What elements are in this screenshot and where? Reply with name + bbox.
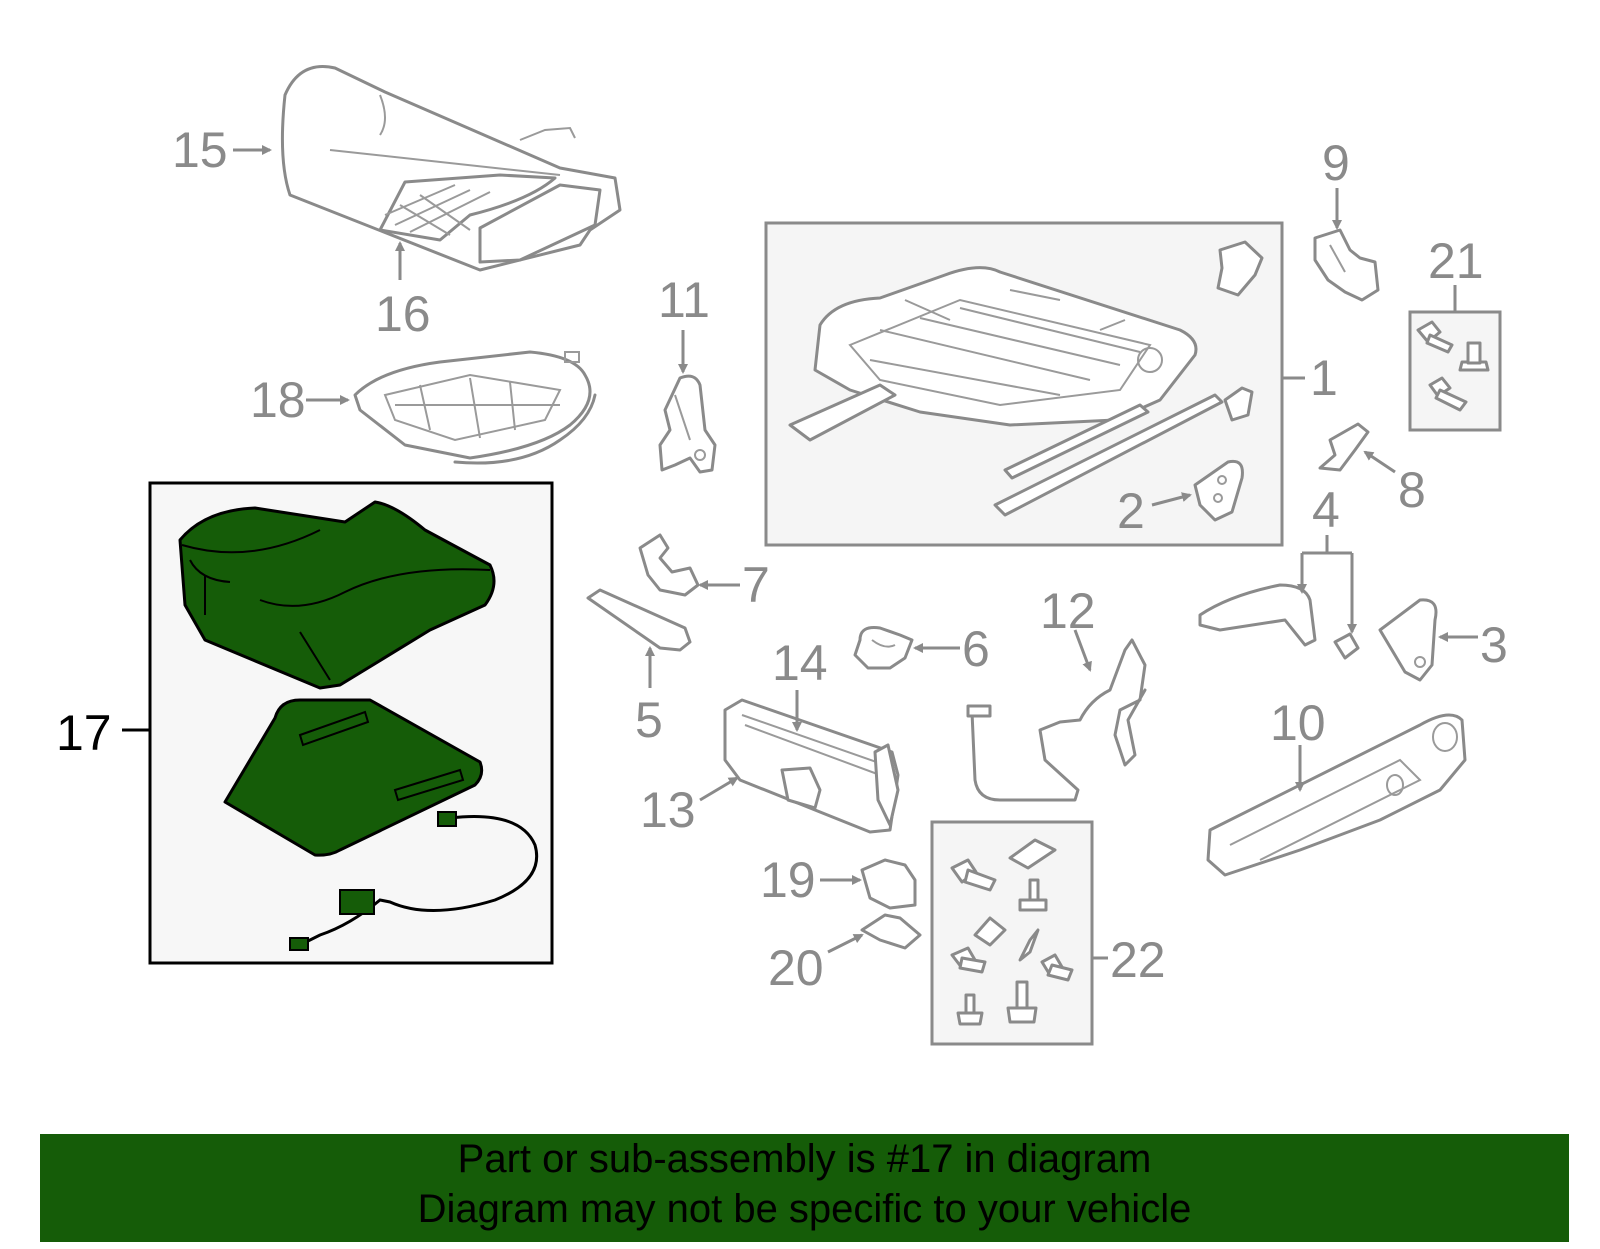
banner-line-1: Part or sub-assembly is #17 in diagram xyxy=(457,1137,1152,1181)
bracket-19[interactable] xyxy=(860,858,917,910)
callout-22[interactable]: 22 xyxy=(1110,932,1166,988)
callout-11[interactable]: 11 xyxy=(658,272,710,328)
leader-13 xyxy=(699,776,739,802)
seat-cushion-pad[interactable] xyxy=(178,500,496,690)
callout-12[interactable]: 12 xyxy=(1040,583,1096,639)
cable-12[interactable] xyxy=(966,638,1147,802)
frame-cover-plate[interactable] xyxy=(1193,459,1244,522)
callout-5[interactable]: 5 xyxy=(635,692,663,748)
callout-14[interactable]: 14 xyxy=(772,635,828,691)
bracket-7[interactable] xyxy=(638,533,700,597)
callout-2[interactable]: 2 xyxy=(1117,483,1145,539)
hardware-set-22[interactable] xyxy=(950,838,1074,1026)
bracket-3[interactable] xyxy=(1378,598,1438,682)
callout-8[interactable]: 8 xyxy=(1398,462,1426,518)
storage-drawer[interactable] xyxy=(723,698,900,834)
leader-8 xyxy=(1363,450,1396,474)
heater-wire-harness[interactable] xyxy=(289,811,539,951)
seat-side-bracket[interactable] xyxy=(658,374,717,474)
callout-4[interactable]: 4 xyxy=(1312,482,1340,538)
side-cover-upper[interactable] xyxy=(1313,228,1380,302)
callout-10[interactable]: 10 xyxy=(1270,695,1326,751)
callout-16[interactable]: 16 xyxy=(375,286,431,342)
leader-20 xyxy=(827,933,864,954)
callout-9[interactable]: 9 xyxy=(1322,135,1350,191)
side-cover-10[interactable] xyxy=(1206,713,1467,877)
callout-17[interactable]: 17 xyxy=(56,705,112,761)
callout-21[interactable]: 21 xyxy=(1428,233,1484,289)
bolt-set-21[interactable] xyxy=(1416,320,1490,412)
info-banner: Part or sub-assembly is #17 in diagram D… xyxy=(40,1134,1569,1242)
clip-6[interactable] xyxy=(853,626,914,670)
callout-7[interactable]: 7 xyxy=(742,557,770,613)
callout-19[interactable]: 19 xyxy=(760,852,816,908)
seat-frame-assembly[interactable] xyxy=(788,240,1264,517)
banner-line-2: Diagram may not be specific to your vehi… xyxy=(417,1187,1192,1231)
trim-strip-5[interactable] xyxy=(586,588,692,652)
bracket-20[interactable] xyxy=(860,913,922,950)
callout-13[interactable]: 13 xyxy=(640,782,696,838)
clip-8[interactable] xyxy=(1318,422,1370,472)
callout-3[interactable]: 3 xyxy=(1480,617,1508,673)
leader-2 xyxy=(1151,492,1192,507)
trim-cover-4[interactable] xyxy=(1198,583,1360,660)
cushion-wire-frame[interactable] xyxy=(353,350,597,465)
leader-12 xyxy=(1073,629,1092,672)
seat-heater-element[interactable] xyxy=(223,698,484,857)
callout-15[interactable]: 15 xyxy=(172,122,228,178)
callout-20[interactable]: 20 xyxy=(768,940,824,996)
seat-cushion-cover[interactable] xyxy=(280,65,622,272)
callout-6[interactable]: 6 xyxy=(962,621,990,677)
callout-1[interactable]: 1 xyxy=(1310,350,1338,406)
callout-18[interactable]: 18 xyxy=(250,372,306,428)
